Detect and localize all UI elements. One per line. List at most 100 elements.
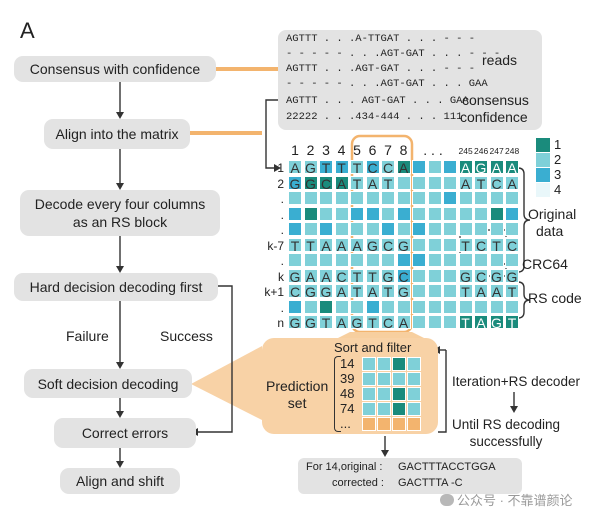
branch-success: Success [160, 328, 213, 344]
matrix-cell-right [505, 191, 519, 205]
legend-label: 4 [554, 182, 562, 197]
matrix-cell [365, 253, 380, 267]
read-1: AGTTT . . .A-TTGAT . . . - - - [286, 33, 476, 45]
matrix-cell: T [381, 284, 395, 299]
matrix-cell [334, 253, 349, 267]
matrix-cell [350, 253, 364, 267]
matrix-cell: A [288, 160, 302, 175]
matrix-cell [319, 299, 333, 314]
matrix-cell-right: C [489, 175, 504, 192]
matrix-cell-right [489, 206, 504, 221]
until-label: Until RS decoding successfully [452, 416, 560, 450]
matrix-cell [350, 222, 364, 236]
prediction-cell [377, 387, 391, 401]
matrix-cell [396, 253, 411, 267]
matrix-cell-mid [427, 222, 442, 236]
consensus-seq: AGTTT . . . AGT-GAT . . . GAA [286, 95, 469, 107]
matrix-cell-mid [443, 299, 457, 314]
col-number-right: 245 [458, 146, 473, 156]
matrix-cell: G [396, 237, 411, 254]
prediction-cell [362, 372, 376, 386]
matrix-cell [303, 191, 318, 205]
matrix-cell-right [505, 299, 519, 314]
prediction-ids: 14 39 48 74 ... [340, 356, 354, 431]
matrix-cell-mid [427, 268, 442, 283]
col-number: 1 [291, 142, 299, 158]
matrix-cell-mid [443, 222, 457, 236]
matrix-cell-mid [443, 160, 457, 174]
matrix-cell [381, 206, 395, 221]
matrix-cell-mid [412, 315, 426, 329]
matrix-cell: A [365, 284, 380, 299]
read-4: - - - - - . . .AGT-GAT . . . GAA [286, 78, 488, 90]
crc-label: CRC64 [522, 256, 568, 272]
prediction-cell [407, 417, 421, 431]
col-number-right: 246 [474, 146, 489, 156]
matrix-cell-mid [443, 191, 457, 205]
matrix-cell-right [489, 299, 504, 314]
col-number: 7 [384, 142, 392, 158]
matrix-cell: T [350, 268, 364, 284]
prediction-cell [362, 402, 376, 416]
matrix-cell-mid [443, 175, 457, 190]
legend-label: 1 [554, 137, 562, 152]
prediction-label: Prediction set [266, 378, 328, 412]
step-hard: Hard decision decoding first [14, 273, 218, 301]
prediction-cell [392, 402, 406, 416]
matrix-cell [381, 222, 395, 236]
matrix-cell [334, 299, 349, 314]
matrix-cell-right [489, 222, 504, 236]
matrix-cell [319, 206, 333, 221]
matrix-cell-right [458, 191, 473, 205]
matrix-cell: C [396, 268, 411, 285]
matrix-cell [365, 191, 380, 205]
step-decode-line1: Decode every four columns [34, 196, 206, 212]
matrix-cell-mid [443, 284, 457, 298]
row-label: k+1 [264, 285, 284, 299]
matrix-cell: A [334, 175, 349, 191]
matrix-cell-right [505, 206, 519, 221]
rs-label: RS code [528, 290, 582, 306]
matrix-cell-right: A [489, 160, 504, 175]
matrix-cell: C [288, 284, 302, 300]
prediction-cell [377, 402, 391, 416]
matrix-cell-right: G [489, 315, 504, 331]
matrix-cell-mid [412, 175, 426, 190]
matrix-cell: A [303, 268, 318, 284]
row-label: k [278, 269, 284, 284]
watermark-text: 公众号 · 不靠谱颜论 [457, 493, 573, 508]
matrix-cell [288, 206, 302, 221]
until-line2: successfully [469, 434, 543, 449]
prediction-cell [407, 372, 421, 386]
matrix-cell: T [365, 315, 380, 330]
matrix-cell [350, 191, 364, 205]
prediction-cell [407, 402, 421, 416]
matrix-cell-right: T [458, 315, 473, 330]
matrix-cell-mid [412, 222, 426, 236]
matrix-cell [365, 299, 380, 314]
row-label: 2 [277, 176, 284, 191]
matrix-cell: C [365, 160, 380, 176]
matrix-cell: A [319, 237, 333, 253]
legend-label: 3 [554, 167, 562, 182]
matrix-cell-mid [427, 206, 442, 221]
prediction-cell [392, 372, 406, 386]
reads-label: reads [482, 52, 518, 68]
row-label: . [280, 192, 284, 206]
matrix-cell-right [458, 206, 473, 221]
matrix-cell [396, 299, 411, 314]
matrix-cell-right [489, 191, 504, 205]
matrix-cell: T [288, 237, 302, 253]
pred-id-3: 48 [340, 386, 355, 401]
matrix-cell-right: A [505, 160, 519, 175]
matrix-cell: C [381, 237, 395, 254]
original-data-label: Original data [528, 206, 576, 240]
row-label: . [280, 223, 284, 237]
matrix-cell-right [458, 299, 473, 314]
matrix-cell: T [319, 160, 333, 175]
result-line1-label: For 14,original : [306, 461, 383, 473]
matrix-cell [396, 222, 411, 236]
matrix-cell: A [365, 175, 380, 191]
matrix-cell-mid [412, 237, 426, 252]
result-box [298, 458, 522, 494]
